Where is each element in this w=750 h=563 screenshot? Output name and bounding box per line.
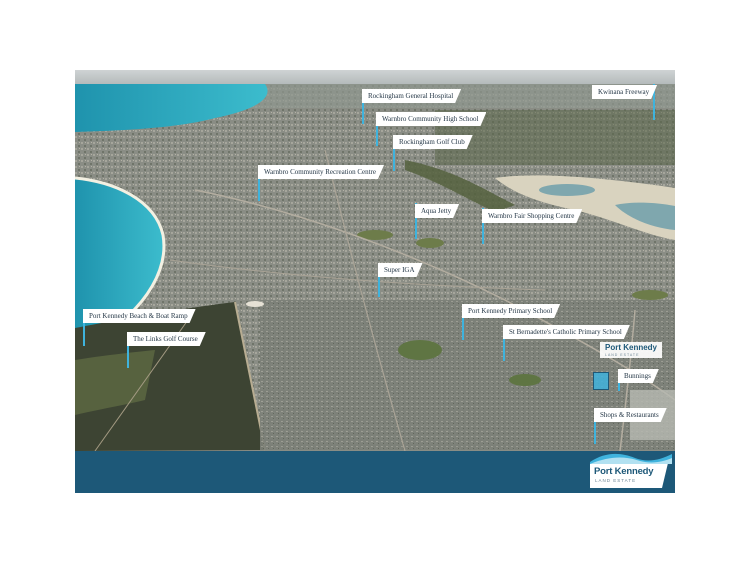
pin-super-iga xyxy=(378,263,380,297)
pin-kwinana-freeway xyxy=(653,84,655,120)
label-aqua-jetty: Aqua Jetty xyxy=(415,204,459,218)
label-primary-school: Port Kennedy Primary School xyxy=(462,304,560,318)
label-kwinana-freeway: Kwinana Freeway xyxy=(592,85,657,99)
site-logo-sub: LAND ESTATE xyxy=(605,353,640,357)
label-super-iga: Super IGA xyxy=(378,263,423,277)
pin-aqua-jetty xyxy=(415,203,417,239)
label-bunnings: Bunnings xyxy=(618,369,659,383)
wave-icon xyxy=(590,453,672,464)
pin-st-bernadettes xyxy=(503,325,505,361)
footer-band xyxy=(75,451,675,493)
label-links-golf: The Links Golf Course xyxy=(127,332,206,346)
pin-shops-restaurants xyxy=(594,408,596,444)
brand-name: Port Kennedy xyxy=(594,466,654,477)
pin-links-golf xyxy=(127,332,129,368)
pin-warnbro-high xyxy=(376,112,378,146)
pin-recreation-centre xyxy=(258,165,260,201)
label-recreation-centre: Warnbro Community Recreation Centre xyxy=(258,165,384,179)
label-warnbro-high: Warnbro Community High School xyxy=(376,112,486,126)
label-warnbro-fair: Warnbro Fair Shopping Centre xyxy=(482,209,582,223)
pin-primary-school xyxy=(462,304,464,340)
pin-golf-club xyxy=(393,135,395,171)
site-boundary-marker xyxy=(593,372,609,390)
brand-sub: LAND ESTATE xyxy=(595,478,637,483)
label-st-bernadettes: St Bernadette's Catholic Primary School xyxy=(503,325,630,339)
pin-beach-boat-ramp xyxy=(83,310,85,346)
site-logo-name: Port Kennedy xyxy=(605,343,658,352)
aerial-photo xyxy=(75,70,675,451)
site-logo: Port Kennedy LAND ESTATE xyxy=(600,342,663,358)
label-golf-club: Rockingham Golf Club xyxy=(393,135,473,149)
pin-warnbro-fair xyxy=(482,208,484,244)
label-shops-restaurants: Shops & Restaurants xyxy=(594,408,667,422)
brand-logo: Port Kennedy LAND ESTATE xyxy=(590,463,668,488)
label-beach-boat-ramp: Port Kennedy Beach & Boat Ramp xyxy=(83,309,196,323)
pin-rockingham-hospital xyxy=(362,89,364,124)
label-rockingham-hospital: Rockingham General Hospital xyxy=(362,89,461,103)
aerial-map-poster: Rockingham General Hospital Kwinana Free… xyxy=(75,70,675,493)
